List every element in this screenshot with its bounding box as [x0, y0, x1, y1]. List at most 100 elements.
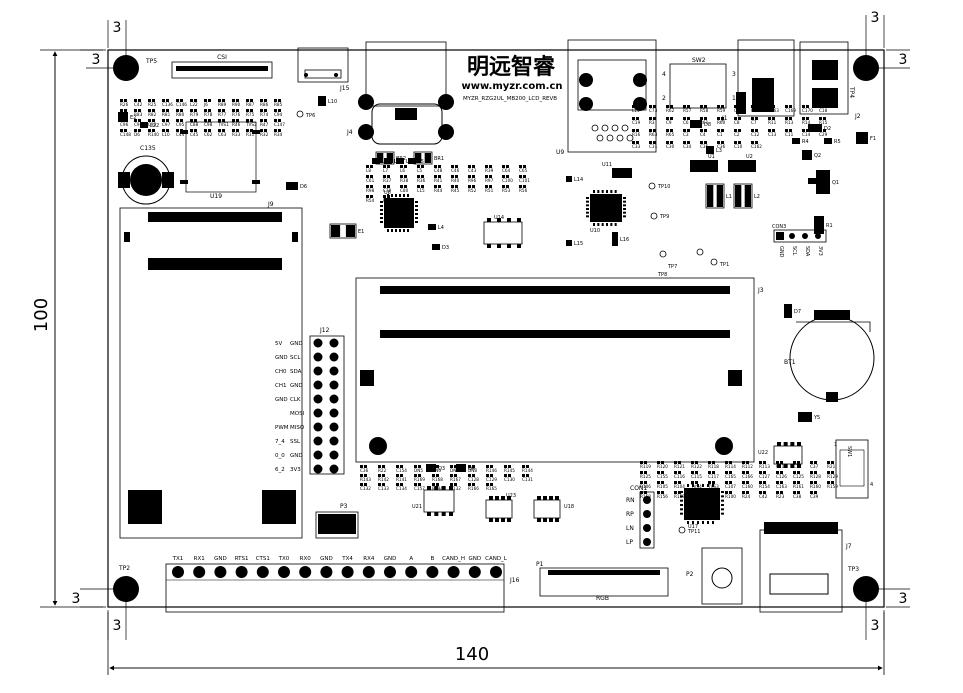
part-c146: C146: [176, 99, 187, 107]
part-label: R23: [776, 494, 785, 499]
part-c148: C148: [120, 129, 131, 137]
chip-label: BR2: [396, 156, 406, 162]
part-r56: R56: [519, 185, 528, 193]
part-dn5: DN5: [414, 465, 423, 473]
part-r141: R141: [396, 474, 407, 482]
chip-d6: D6: [286, 182, 307, 190]
part-r100: R100: [725, 491, 736, 499]
chip-e1: E1: [329, 223, 364, 239]
chip-label: L10: [328, 99, 337, 105]
chip-label: L3: [716, 148, 722, 154]
part-label: L6: [400, 168, 405, 173]
part-label: C136: [162, 102, 173, 107]
part-c6: C6: [683, 117, 690, 125]
j16-pin-label: GND: [468, 556, 481, 562]
part-label: L14: [632, 108, 640, 113]
part-label: R36: [417, 178, 426, 183]
chip-d7: D7: [784, 304, 801, 318]
part-r26: R26: [120, 99, 129, 107]
part-c33: C33: [632, 141, 641, 149]
part-label: R76: [232, 112, 241, 117]
part-r38: R38: [400, 175, 409, 183]
chip-u14: U14: [483, 215, 523, 248]
part-r41: R41: [434, 175, 443, 183]
chip-u2: U2: [728, 154, 756, 172]
part-label: R89: [218, 102, 227, 107]
chip-label: U17: [688, 524, 698, 530]
part-label: R84: [120, 112, 129, 117]
part-label: C148: [120, 132, 131, 137]
part-label: R85: [274, 102, 283, 107]
part-label: C43: [468, 168, 477, 173]
j16-pin: CTS1: [256, 556, 270, 578]
tp8-label: TP8: [657, 272, 667, 278]
j16-pin-label: CAND_L: [485, 556, 508, 562]
part-r11: R11: [768, 117, 777, 125]
part-c131: C131: [522, 474, 533, 482]
j16-pin: CAND_L: [485, 556, 508, 578]
part-r87: R87: [246, 99, 255, 107]
part-label: R55: [383, 198, 392, 203]
j12-pin-label-right: CLK: [290, 397, 301, 403]
j16-pin: GND: [384, 556, 397, 578]
part-r65: R65: [666, 129, 675, 137]
svg-text:J15: J15: [339, 85, 350, 92]
part-label: R168: [432, 477, 443, 482]
part-l10: L10: [162, 129, 170, 137]
part-label: R16: [632, 132, 641, 137]
part-r128: R128: [810, 471, 821, 479]
part-r144: R144: [522, 465, 533, 473]
svg-text:3V3: 3V3: [817, 246, 823, 256]
part-label: C94: [274, 112, 283, 117]
fpc-p1-rgb: P1 RGB: [536, 561, 669, 602]
part-label: C170: [802, 108, 813, 113]
part-label: C42: [759, 494, 768, 499]
j12-pin-label-left: 7_4: [275, 439, 285, 445]
part-r24: R24: [742, 491, 751, 499]
part-label: R106: [640, 484, 651, 489]
chip-l1: L1: [705, 183, 732, 209]
part-r23: R23: [776, 491, 785, 499]
part-label: C111: [776, 464, 787, 469]
usb-j15: J15: [297, 47, 350, 92]
part-c126: C126: [776, 471, 787, 479]
part-label: R54: [366, 198, 375, 203]
part-r104: R104: [674, 481, 685, 489]
svg-text:RP: RP: [626, 511, 634, 518]
j16-pin-label: GND: [384, 556, 397, 562]
csi-connector: CSI: [171, 54, 273, 79]
part-label: R47: [260, 122, 269, 127]
chip-l6: L6: [396, 158, 412, 165]
part-c3: C3: [683, 129, 690, 137]
part-label: DN5: [414, 468, 423, 473]
j16-pin: B: [426, 556, 439, 578]
part-label: C12: [751, 132, 760, 137]
switch-sw1: 1 4 SW1: [834, 439, 873, 499]
tp4-label: TP4: [848, 86, 855, 98]
part-c132: C132: [360, 483, 371, 491]
capacitor-c135: C135: [118, 145, 174, 205]
chip-label: L15: [574, 241, 583, 247]
part-label: C14: [802, 132, 811, 137]
part-c100: C100: [502, 175, 513, 183]
hole-dim-labels: 3 3 3 3 3 3 3 3: [72, 10, 908, 634]
chip-label: R5: [834, 139, 841, 145]
part-r22: R22: [378, 465, 387, 473]
part-label: C101: [519, 178, 530, 183]
part-c12: C12: [751, 129, 760, 137]
svg-text:1: 1: [834, 442, 837, 448]
part-c11: C11: [785, 129, 794, 137]
part-r86: R86: [260, 99, 269, 107]
part-label: R60: [717, 120, 726, 125]
part-r132: R132: [450, 483, 461, 491]
part-label: R11: [768, 120, 777, 125]
chip-l3: L3: [706, 146, 722, 154]
brand-website: www.myzr.com.cn: [461, 81, 562, 92]
svg-text:U9: U9: [556, 149, 564, 156]
part-label: C128: [468, 477, 479, 482]
part-label: R114: [725, 464, 736, 469]
chip-u17: U17: [680, 484, 724, 530]
